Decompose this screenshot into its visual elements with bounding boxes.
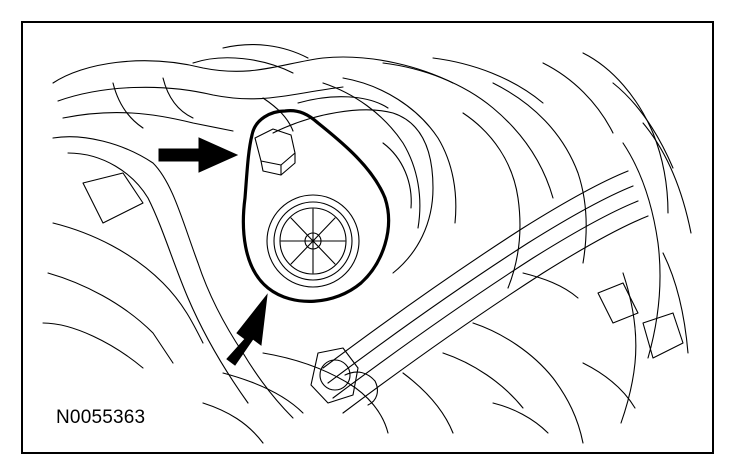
engine-component-illustration	[42, 44, 692, 444]
mounting-bracket	[322, 170, 649, 414]
figure-id-label: N0055363	[56, 407, 146, 428]
callout-arrow-icon	[158, 137, 239, 173]
lower-bolt	[310, 347, 378, 406]
callout-arrow-icon	[226, 293, 268, 366]
engine-housing-lines	[42, 44, 692, 444]
highlighted-component	[241, 109, 391, 303]
sensor-housing	[272, 96, 434, 274]
illustration-frame: N0055363	[21, 21, 714, 454]
